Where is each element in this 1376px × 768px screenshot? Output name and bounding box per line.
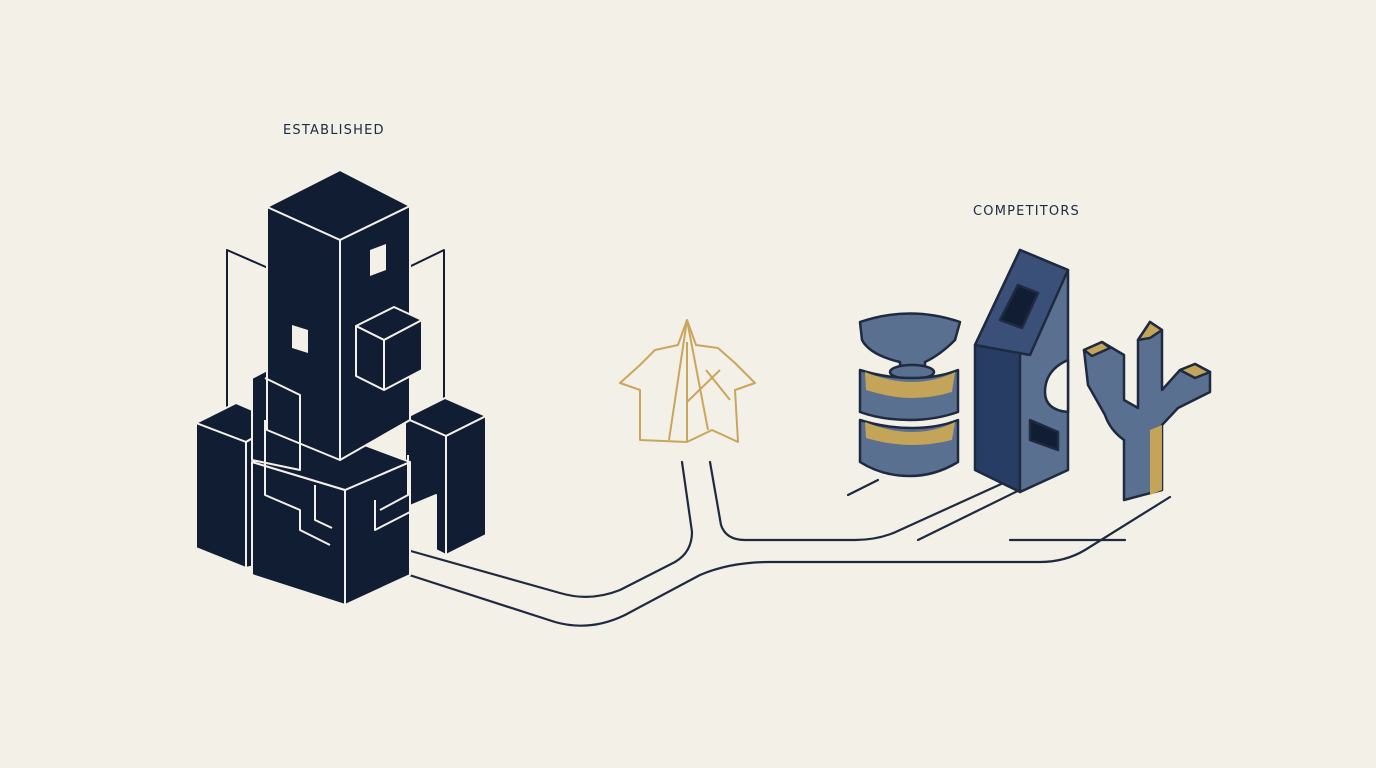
road-stub — [846, 478, 880, 497]
block-hole-side — [1028, 418, 1060, 452]
block-hole-top — [998, 283, 1040, 330]
compass-star-icon — [619, 319, 756, 443]
window-left — [292, 325, 308, 353]
right-block-right — [445, 415, 487, 556]
competitor-spool — [858, 312, 962, 478]
floating-cube — [355, 306, 423, 391]
road-lower-edge — [398, 495, 1172, 627]
window-right — [370, 244, 386, 276]
right-block-front — [404, 417, 447, 556]
competitor-y-block — [1082, 320, 1212, 502]
established-label: ESTABLISHED — [283, 123, 385, 138]
spool-gold-top — [865, 372, 955, 398]
established-building — [195, 169, 487, 606]
competitors-label: COMPETITORS — [973, 204, 1081, 219]
left-block-left — [195, 422, 247, 569]
paths — [398, 460, 1172, 627]
spool-bowl — [858, 312, 962, 370]
block-notch — [1043, 358, 1070, 414]
spool-gold-bottom — [865, 422, 955, 445]
road-branch-left — [708, 460, 1012, 542]
road-upper-edge — [398, 460, 694, 598]
competitors-group — [858, 248, 1212, 502]
competitor-tall-block — [973, 248, 1070, 494]
